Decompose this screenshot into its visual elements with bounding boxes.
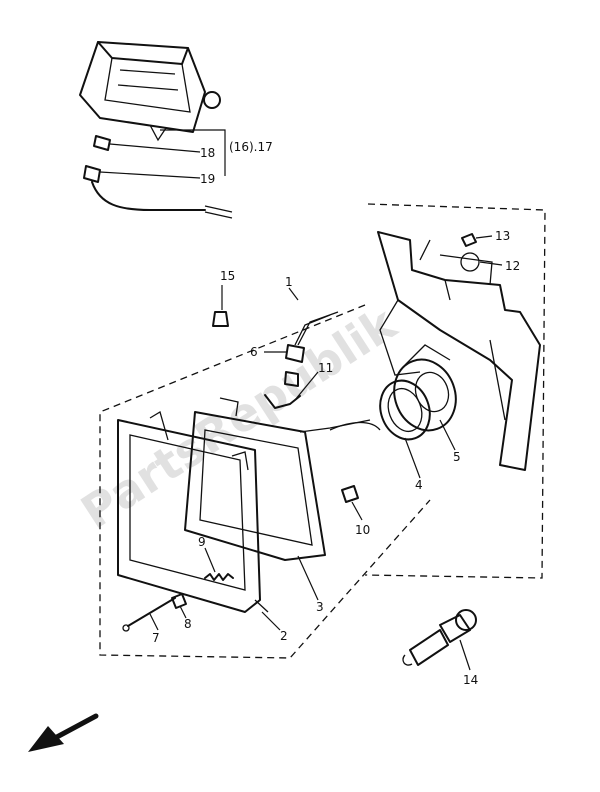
callout-15: 15 (220, 269, 235, 283)
callout-2: 2 (280, 629, 288, 643)
bulb-15 (212, 311, 229, 327)
callout-13: 13 (495, 229, 510, 243)
socket-wire-19 (83, 165, 233, 219)
headlight-group-outline (99, 304, 431, 659)
callout-14: 14 (463, 673, 478, 687)
socket-6 (284, 311, 339, 387)
housing-5 (393, 344, 457, 432)
leader-12-13 (475, 235, 503, 266)
meter-housing (79, 41, 221, 142)
callout-3: 3 (316, 600, 324, 614)
leader-3 (297, 555, 319, 601)
callout-5: 5 (453, 450, 461, 464)
leader-9 (204, 547, 216, 573)
bulb-14 (402, 609, 477, 666)
leader-1 (288, 287, 299, 301)
bracket-12 (377, 231, 541, 471)
callout-8: 8 (184, 617, 192, 631)
leader-10 (351, 501, 363, 521)
direction-arrow-icon (28, 713, 99, 752)
leader-18-19 (99, 129, 226, 179)
leader-2 (261, 611, 281, 631)
callout-12: 12 (505, 259, 520, 273)
rim-2 (117, 411, 269, 613)
callout-9: 9 (198, 535, 206, 549)
bracket-group-outline (364, 203, 546, 579)
spring-9 (204, 573, 234, 581)
leader-11 (294, 371, 319, 401)
callout-1: 1 (285, 275, 293, 289)
callout-18: 18 (200, 146, 215, 160)
callout-19: 19 (200, 172, 215, 186)
screw-7 (122, 597, 176, 632)
watermark: PartsRepublik (72, 296, 407, 540)
leader-7-8 (149, 605, 187, 631)
leader-4-5 (404, 419, 456, 479)
callout-11: 11 (318, 361, 333, 375)
callout-7: 7 (152, 631, 160, 645)
nut-8 (171, 593, 187, 609)
callout-10: 10 (355, 523, 370, 537)
screw-13 (461, 233, 477, 247)
bulb-18 (93, 135, 111, 151)
leader-14 (459, 639, 471, 671)
headlight-unit-3 (184, 397, 381, 561)
callout-6: 6 (250, 345, 258, 359)
callout-4: 4 (415, 478, 423, 492)
nut-10 (341, 485, 359, 503)
callout-16-17: (16).17 (229, 140, 273, 154)
